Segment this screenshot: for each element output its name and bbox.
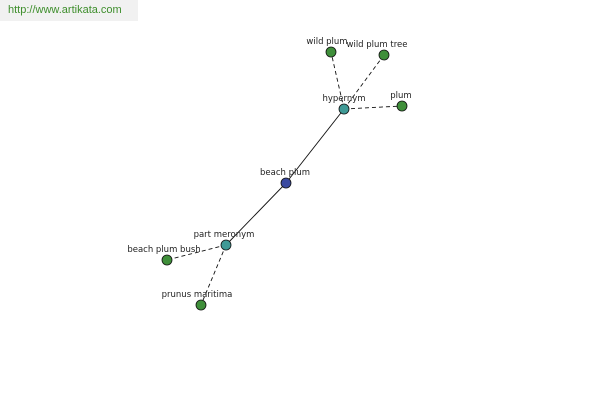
edge-part-meronym-prunus-maritima — [200, 244, 227, 306]
node-label-wild-plum: wild plum — [306, 37, 347, 47]
node-wild-plum-tree[interactable] — [378, 49, 390, 61]
node-label-part-meronym: part meronym — [194, 230, 255, 240]
node-plum[interactable] — [396, 100, 408, 112]
edge-hypernym-wild-plum-tree — [343, 54, 385, 110]
node-label-beach-plum: beach plum — [260, 168, 310, 178]
node-part-meronym[interactable] — [220, 239, 232, 251]
node-prunus-maritima[interactable] — [195, 299, 207, 311]
graph-nodes — [161, 46, 408, 311]
edge-beach-plum-hypernym — [285, 108, 345, 184]
node-label-hypernym: hypernym — [322, 94, 365, 104]
site-link[interactable]: http://www.artikata.com — [8, 4, 122, 16]
edge-part-meronym-beach-plum-bush — [166, 244, 227, 261]
node-beach-plum[interactable] — [280, 177, 292, 189]
edge-hypernym-wild-plum — [330, 51, 345, 110]
site-banner: http://www.artikata.com — [0, 0, 138, 21]
node-label-plum: plum — [390, 91, 411, 101]
node-label-wild-plum-tree: wild plum tree — [347, 40, 408, 50]
node-wild-plum[interactable] — [325, 46, 337, 58]
edge-beach-plum-part-meronym — [225, 182, 287, 246]
node-hypernym[interactable] — [338, 103, 350, 115]
node-label-prunus-maritima: prunus maritima — [162, 290, 233, 300]
graph-edges — [166, 51, 403, 306]
node-label-beach-plum-bush: beach plum bush — [127, 245, 200, 255]
node-beach-plum-bush[interactable] — [161, 254, 173, 266]
edge-hypernym-plum — [343, 105, 403, 110]
